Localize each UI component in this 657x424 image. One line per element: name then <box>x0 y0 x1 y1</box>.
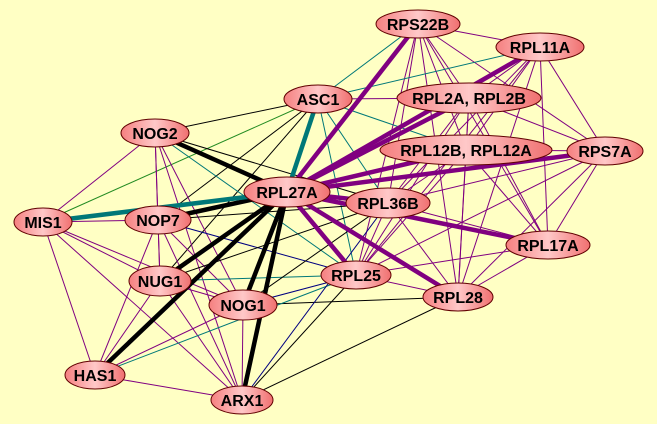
node-label: RPL27A <box>256 185 318 202</box>
edge-rpl27a-rpl2a <box>285 96 471 194</box>
node-rps22b[interactable]: RPS22B <box>375 9 461 39</box>
node-rpl12b[interactable]: RPL12B, RPL12A <box>379 134 553 166</box>
edge-mis1-arx1 <box>42 221 243 401</box>
edge-arx1-rpl25 <box>241 274 357 401</box>
edge-rps7a-rpl25 <box>355 150 606 276</box>
node-rpl27a[interactable]: RPL27A <box>243 176 331 208</box>
edge-asc1-mis1 <box>42 98 319 223</box>
edge-rpl27a-rpl28 <box>285 190 460 299</box>
node-ellipse[interactable] <box>375 9 461 39</box>
edge-rpl27a-nug1 <box>158 190 289 283</box>
edge-nog2-rpl25 <box>154 132 357 276</box>
edge-rpl12b-rpl28 <box>457 149 467 298</box>
edge-nog2-rpl36b <box>154 132 389 204</box>
node-label: NOG2 <box>132 126 177 143</box>
node-ellipse[interactable] <box>13 207 73 237</box>
node-label: HAS1 <box>74 368 117 385</box>
node-nug1[interactable]: NUG1 <box>128 265 192 297</box>
node-ellipse[interactable] <box>345 187 431 219</box>
node-rps7a[interactable]: RPS7A <box>566 136 644 166</box>
node-mis1[interactable]: MIS1 <box>13 207 73 237</box>
edge-rpl36b-rpl28 <box>387 202 459 298</box>
node-ellipse[interactable] <box>379 134 553 166</box>
edge-arx1-rpl36b <box>241 202 389 401</box>
node-label: RPL25 <box>331 268 381 285</box>
edge-rpl11a-asc1 <box>317 46 541 100</box>
node-ellipse[interactable] <box>210 385 274 415</box>
edge-nop7-has1 <box>94 219 159 376</box>
node-ellipse[interactable] <box>128 265 192 297</box>
edge-nop7-arx1 <box>157 219 243 401</box>
edge-nog1-arx1 <box>241 304 244 401</box>
node-ellipse[interactable] <box>566 136 644 166</box>
edge-nog1-has1 <box>94 304 244 376</box>
node-arx1[interactable]: ARX1 <box>210 385 274 415</box>
edge-rps7a-rpl17a <box>547 150 606 246</box>
node-ellipse[interactable] <box>120 118 190 148</box>
node-ellipse[interactable] <box>396 82 542 114</box>
node-label: NOG1 <box>220 298 265 315</box>
node-ellipse[interactable] <box>422 282 494 312</box>
node-label: ARX1 <box>221 393 264 410</box>
edge-rpl27a-rpl17a <box>286 189 549 248</box>
node-ellipse[interactable] <box>283 84 353 114</box>
node-label: RPL12B, RPL12A <box>400 143 532 160</box>
node-label: MIS1 <box>24 215 61 232</box>
node-label: RPS7A <box>578 144 632 161</box>
edge-asc1-nop7 <box>157 98 319 221</box>
node-ellipse[interactable] <box>505 230 591 260</box>
node-rpl28[interactable]: RPL28 <box>422 282 494 312</box>
edge-nog2-arx1 <box>154 132 243 401</box>
edge-rpl36b-asc1 <box>317 98 389 204</box>
edge-rpl27a-nog1 <box>240 191 290 306</box>
node-has1[interactable]: HAS1 <box>64 360 126 390</box>
edge-nug1-has1 <box>94 280 161 376</box>
edge-has1-rpl25 <box>94 274 357 376</box>
node-rpl25[interactable]: RPL25 <box>320 260 392 290</box>
edge-rpl11a-rps7a <box>539 46 606 152</box>
node-nop7[interactable]: NOP7 <box>124 205 192 235</box>
node-label: RPL36B <box>357 196 418 213</box>
node-asc1[interactable]: ASC1 <box>283 84 353 114</box>
edge-rpl2a-rpl17a <box>468 97 549 246</box>
edge-mis1-has1 <box>42 221 96 376</box>
node-label: RPL17A <box>517 238 579 255</box>
node-nog2[interactable]: NOG2 <box>120 118 190 148</box>
edge-nog2-mis1 <box>42 132 156 223</box>
edge-arx1-rpl28 <box>241 296 459 401</box>
node-label: RPL28 <box>433 290 483 307</box>
edge-rps22b-rpl36b <box>387 23 419 204</box>
node-label: RPS22B <box>387 17 449 34</box>
edge-asc1-nug1 <box>159 98 319 282</box>
node-ellipse[interactable] <box>243 176 331 208</box>
edge-rps7a-rpl28 <box>457 150 606 298</box>
node-ellipse[interactable] <box>64 360 126 390</box>
edge-rpl27a-asc1 <box>284 98 321 193</box>
node-label: NUG1 <box>138 274 183 291</box>
edge-rpl27a-rps22b <box>285 22 420 194</box>
node-label: RPL11A <box>510 40 571 57</box>
node-rpl36b[interactable]: RPL36B <box>345 187 431 219</box>
node-ellipse[interactable] <box>495 32 585 62</box>
node-ellipse[interactable] <box>320 260 392 290</box>
edge-rps7a-rpl36b <box>387 150 606 204</box>
node-ellipse[interactable] <box>124 205 192 235</box>
edge-nog1-rpl28 <box>242 296 459 306</box>
node-rpl11a[interactable]: RPL11A <box>495 32 585 62</box>
edge-mis1-nog1 <box>42 221 244 306</box>
edge-rps22b-rpl17a <box>417 23 549 246</box>
node-ellipse[interactable] <box>208 289 278 321</box>
node-label: RPL2A, RPL2B <box>412 91 526 108</box>
edge-rpl27a-rps7a <box>286 148 606 195</box>
node-label: NOP7 <box>136 213 180 230</box>
node-label: ASC1 <box>297 92 340 109</box>
node-rpl2a[interactable]: RPL2A, RPL2B <box>396 82 542 114</box>
node-nog1[interactable]: NOG1 <box>208 289 278 321</box>
edge-nog2-nog1 <box>154 132 244 306</box>
node-rpl17a[interactable]: RPL17A <box>505 230 591 260</box>
